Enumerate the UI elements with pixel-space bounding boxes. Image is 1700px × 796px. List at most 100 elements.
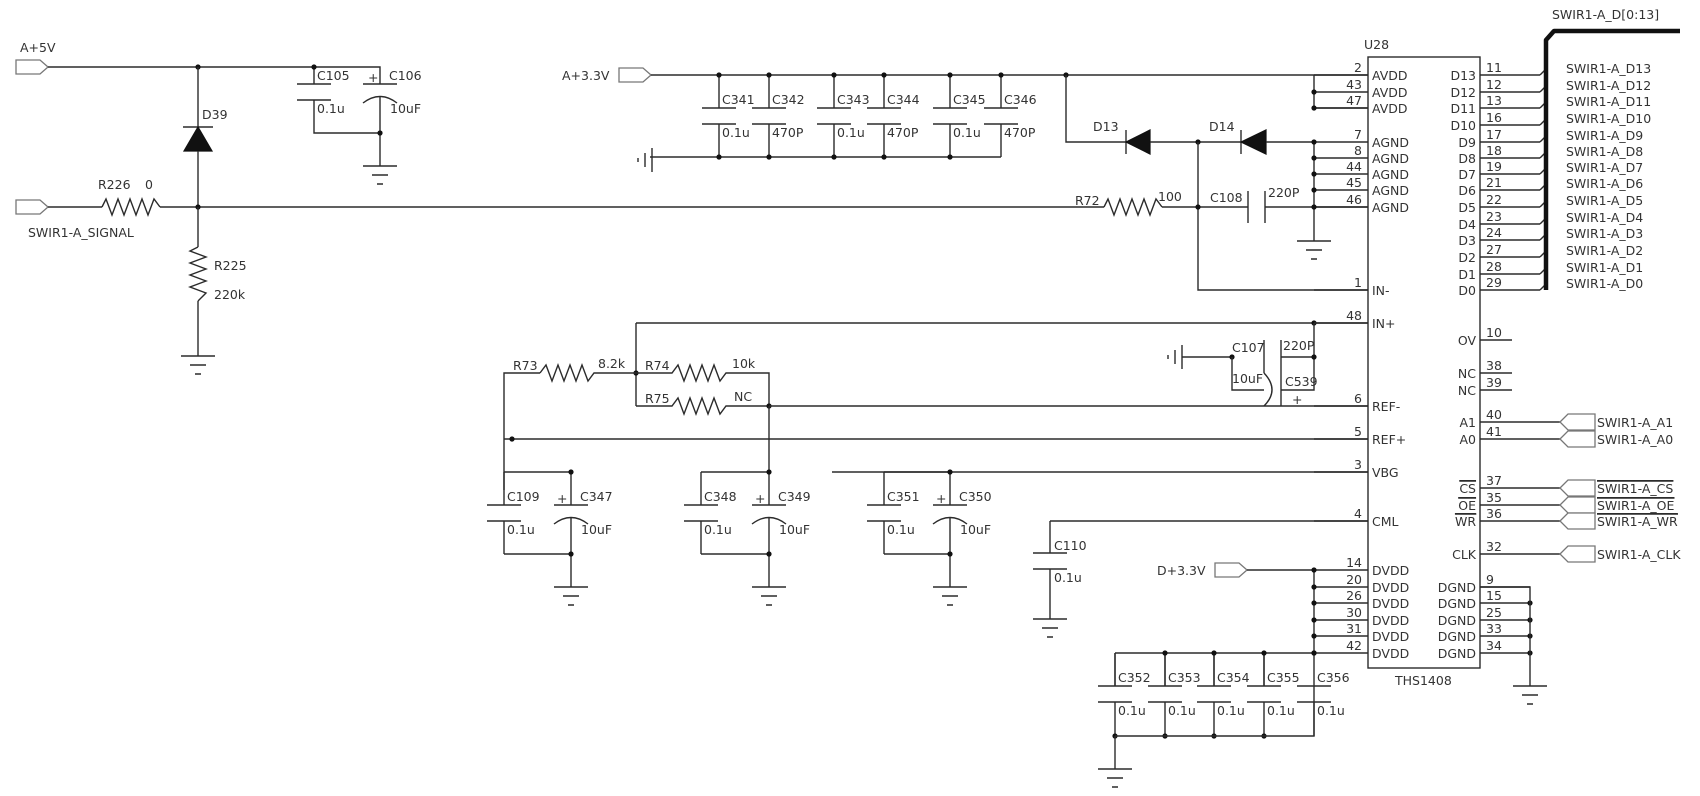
net-label-signal: SWIR1-A_SIGNAL — [28, 225, 134, 240]
resistor-r73[interactable]: R73 8.2k — [513, 356, 636, 383]
port-signal[interactable]: SWIR1-A_SIGNAL — [15, 199, 134, 240]
pin-number: 16 — [1486, 110, 1502, 125]
pin-name: IN- — [1372, 283, 1390, 298]
port-a5v[interactable]: A+5V — [15, 40, 56, 75]
port-oe[interactable]: SWIR1-A_OE — [1559, 496, 1674, 514]
resistor-r226[interactable]: R226 0 — [98, 177, 161, 217]
port-a33v[interactable]: A+3.3V — [562, 67, 652, 83]
port-clk[interactable]: SWIR1-A_CLK — [1559, 545, 1681, 563]
net-label-clk: SWIR1-A_CLK — [1597, 547, 1681, 562]
data-bus — [1543, 28, 1680, 290]
junction-dot — [1311, 105, 1317, 111]
resistor-r72[interactable]: R72 100 — [1075, 189, 1182, 217]
r75-ref: R75 — [645, 391, 670, 406]
capacitor-c106[interactable]: + C106 10uF — [362, 68, 422, 166]
chip-u28[interactable]: U28 THS1408 — [1364, 37, 1481, 688]
diode-d13[interactable]: D13 — [1093, 119, 1151, 155]
chip-pin-1[interactable]: 1IN- — [1314, 275, 1390, 298]
pin-name: NC — [1458, 366, 1476, 381]
pin-number: 15 — [1486, 588, 1502, 603]
capacitor-c539[interactable]: 220P C539 + — [1280, 323, 1318, 407]
port-cs[interactable]: SWIR1-A_CS — [1559, 479, 1673, 497]
port-a1[interactable]: SWIR1-A_A1 — [1559, 413, 1673, 431]
pin-number: 13 — [1486, 93, 1502, 108]
capacitor-c107[interactable]: C107 10uF — [1231, 340, 1273, 407]
diode-d14[interactable]: D14 — [1209, 119, 1267, 155]
port-d33v[interactable]: D+3.3V — [1157, 562, 1248, 578]
port-a0[interactable]: SWIR1-A_A0 — [1559, 430, 1673, 448]
resistor-r75[interactable]: R75 NC — [636, 389, 769, 416]
resistor-r74[interactable]: R74 10k — [636, 356, 770, 406]
capacitor-c110[interactable]: C110 0.1u — [1033, 521, 1087, 619]
port-wr[interactable]: SWIR1-A_WR — [1559, 512, 1679, 530]
capacitor-c105[interactable]: C105 0.1u — [297, 68, 380, 134]
capacitor-c108[interactable]: C108 220P — [1210, 185, 1300, 223]
pin-name: D2 — [1458, 250, 1476, 265]
resistor-r225[interactable]: R225 220k — [188, 246, 247, 302]
diode-d39[interactable]: D39 — [182, 107, 228, 152]
pin-name: D0 — [1458, 283, 1476, 298]
r225-ref: R225 — [214, 258, 247, 273]
junction-dot — [1311, 171, 1317, 177]
